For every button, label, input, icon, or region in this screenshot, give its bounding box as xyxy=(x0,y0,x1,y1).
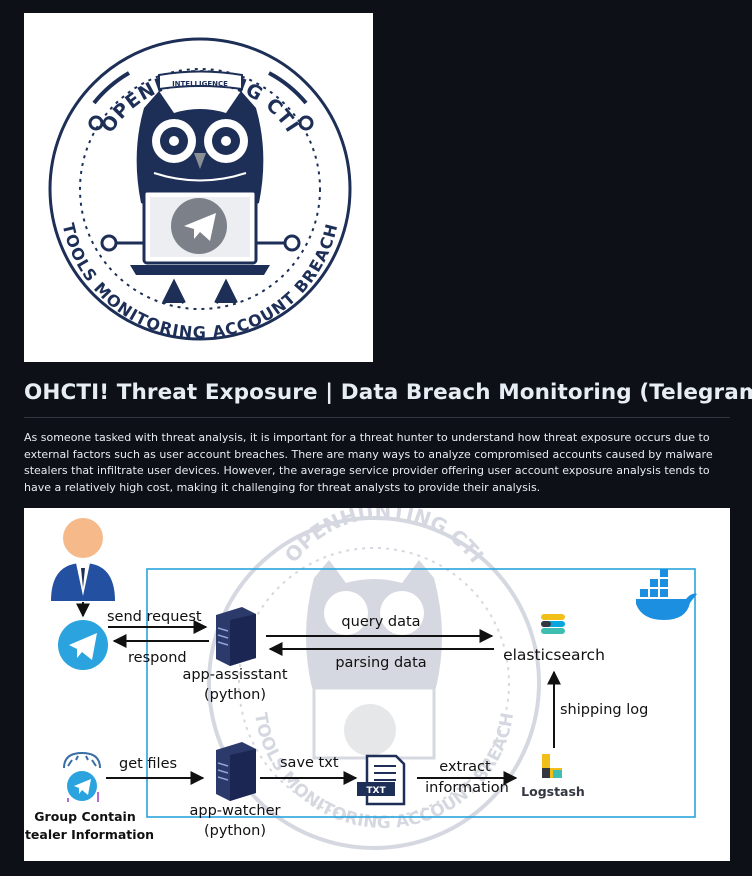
node-label-stealer-information: Stealer Information xyxy=(24,827,154,842)
openhunting-logo: OPENHUNTING CTI TOOLS MONITORING ACCOUNT… xyxy=(24,13,373,362)
node-label-app-watcher-lang: (python) xyxy=(204,823,266,839)
user-avatar-icon xyxy=(51,518,115,601)
edge-label-parsing-data: parsing data xyxy=(335,655,426,671)
edge-label-information: information xyxy=(425,780,509,796)
app-watcher-server-icon xyxy=(216,742,256,801)
owl-icon xyxy=(136,91,264,304)
watermark-top-text: OPENHUNTING CTI xyxy=(280,508,489,567)
elasticsearch-icon xyxy=(541,614,565,634)
docker-whale-icon xyxy=(636,569,697,620)
telegram-bot-icon xyxy=(58,620,108,670)
node-label-app-assistant: app-assisstant xyxy=(182,667,287,683)
edge-label-save-txt: save txt xyxy=(280,755,339,771)
svg-text:OPENHUNTING CTI: OPENHUNTING CTI xyxy=(280,508,489,567)
stealer-group-telegram-icon xyxy=(63,751,101,802)
edge-label-extract: extract xyxy=(439,759,491,775)
node-label-app-assistant-lang: (python) xyxy=(204,687,266,703)
docker-container-boundary xyxy=(146,568,696,818)
node-label-group-contain: Group Contain xyxy=(34,809,135,824)
logstash-icon xyxy=(542,754,562,778)
description-paragraph: As someone tasked with threat analysis, … xyxy=(24,431,713,494)
logo-ribbon-text: INTELLIGENCE xyxy=(172,80,228,88)
node-label-logstash: Logstash xyxy=(521,784,585,799)
title-divider xyxy=(24,417,730,418)
edge-label-shipping-log: shipping log xyxy=(560,702,648,718)
architecture-diagram: OPENHUNTING CTI TOOLS MONITORING ACCOUNT… xyxy=(24,508,730,861)
telegram-icon xyxy=(171,198,227,254)
node-label-app-watcher: app-watcher xyxy=(189,803,280,819)
node-label-elasticsearch: elasticsearch xyxy=(503,646,605,664)
page-title: OHCTI! Threat Exposure | Data Breach Mon… xyxy=(24,380,752,405)
edge-label-get-files: get files xyxy=(119,756,177,772)
edge-label-query-data: query data xyxy=(341,614,420,630)
edge-label-respond: respond xyxy=(128,650,187,666)
edge-label-send-request: send request xyxy=(107,609,202,625)
txt-file-icon: TXT xyxy=(357,754,406,806)
txt-file-label: TXT xyxy=(366,786,386,796)
app-assistant-server-icon xyxy=(216,607,256,666)
